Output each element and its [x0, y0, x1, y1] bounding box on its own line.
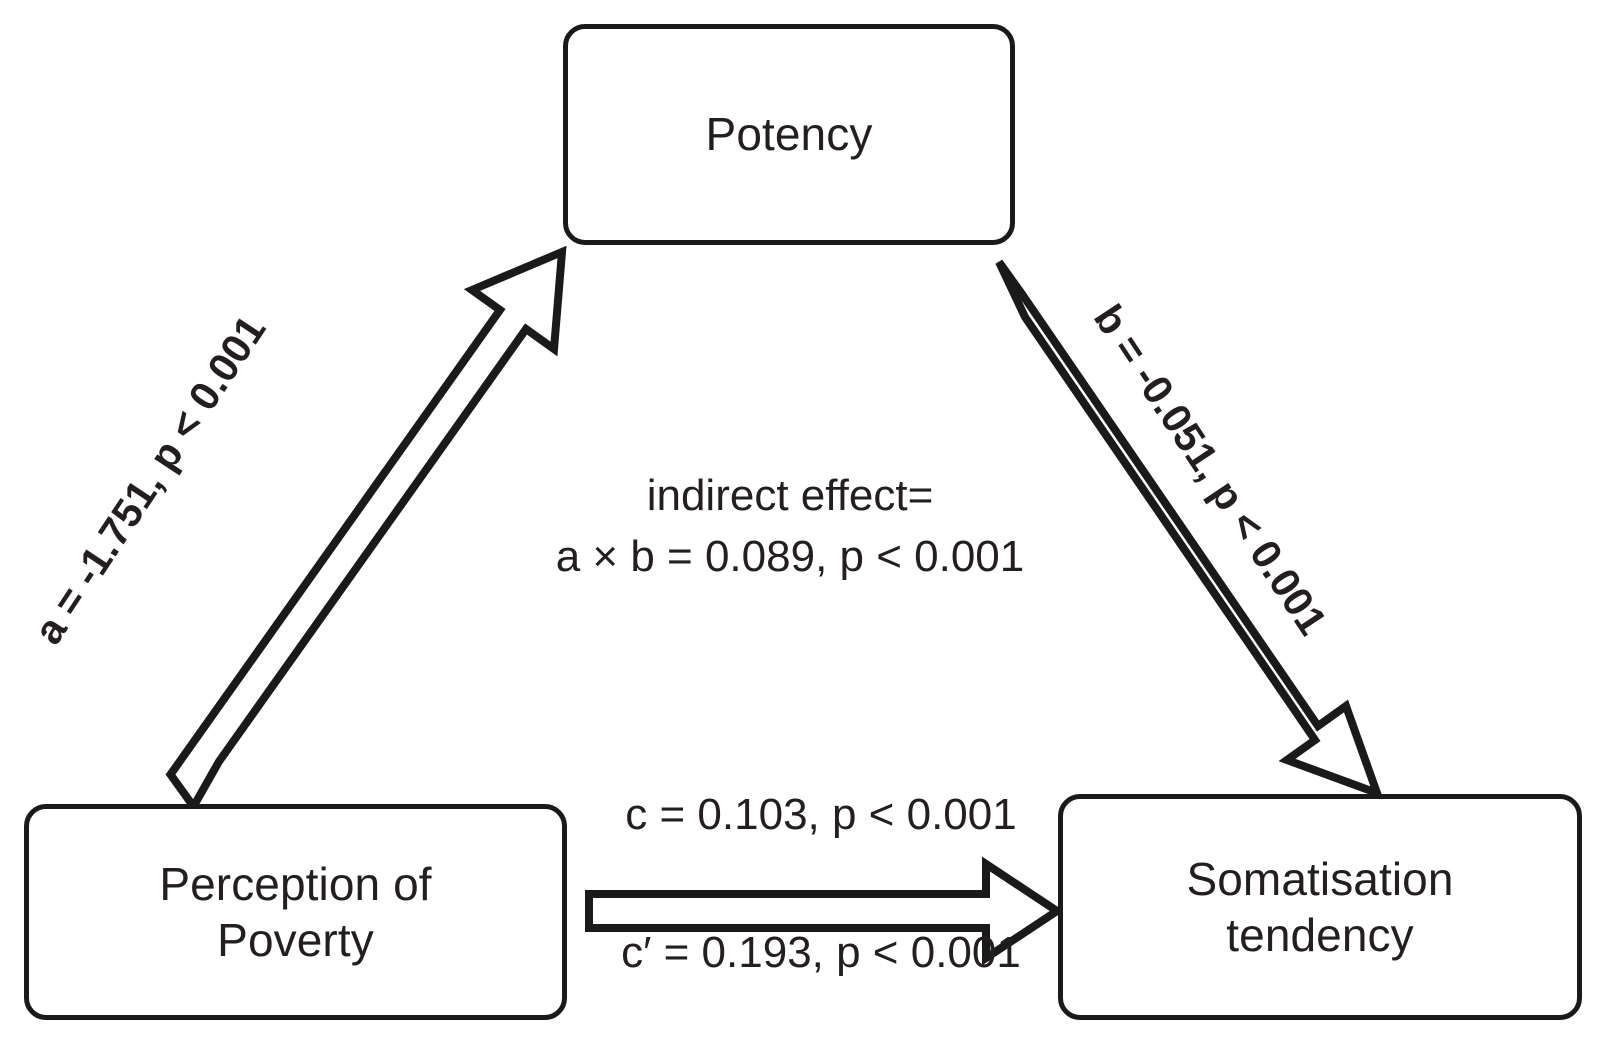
indirect-effect-line2: a × b = 0.089, p < 0.001 [555, 531, 1025, 581]
node-potency-label: Potency [705, 108, 873, 161]
node-perception-line2: Poverty [217, 914, 374, 966]
indirect-effect-text: indirect effect= a × b = 0.089, p < 0.00… [530, 466, 1050, 587]
node-somatisation-label: Somatisation tendency [1176, 851, 1463, 963]
node-somatisation-line2: tendency [1226, 909, 1414, 961]
node-somatisation-line1: Somatisation [1186, 852, 1454, 905]
arrow-path-c [585, 856, 1065, 966]
arrow-path-a [165, 245, 567, 814]
node-perception-line1: Perception of [159, 857, 432, 910]
node-potency[interactable]: Potency [563, 24, 1015, 245]
node-somatisation-tendency[interactable]: Somatisation tendency [1058, 794, 1582, 1020]
arrow-path-b [995, 259, 1384, 800]
path-c-prime-label: c′ = 0.193, p < 0.001 [621, 928, 1021, 977]
node-perception-of-poverty[interactable]: Perception of Poverty [24, 804, 567, 1020]
path-c-label: c = 0.103, p < 0.001 [625, 790, 1017, 839]
node-perception-label: Perception of Poverty [149, 856, 441, 968]
indirect-effect-line1: indirect effect= [646, 471, 934, 520]
